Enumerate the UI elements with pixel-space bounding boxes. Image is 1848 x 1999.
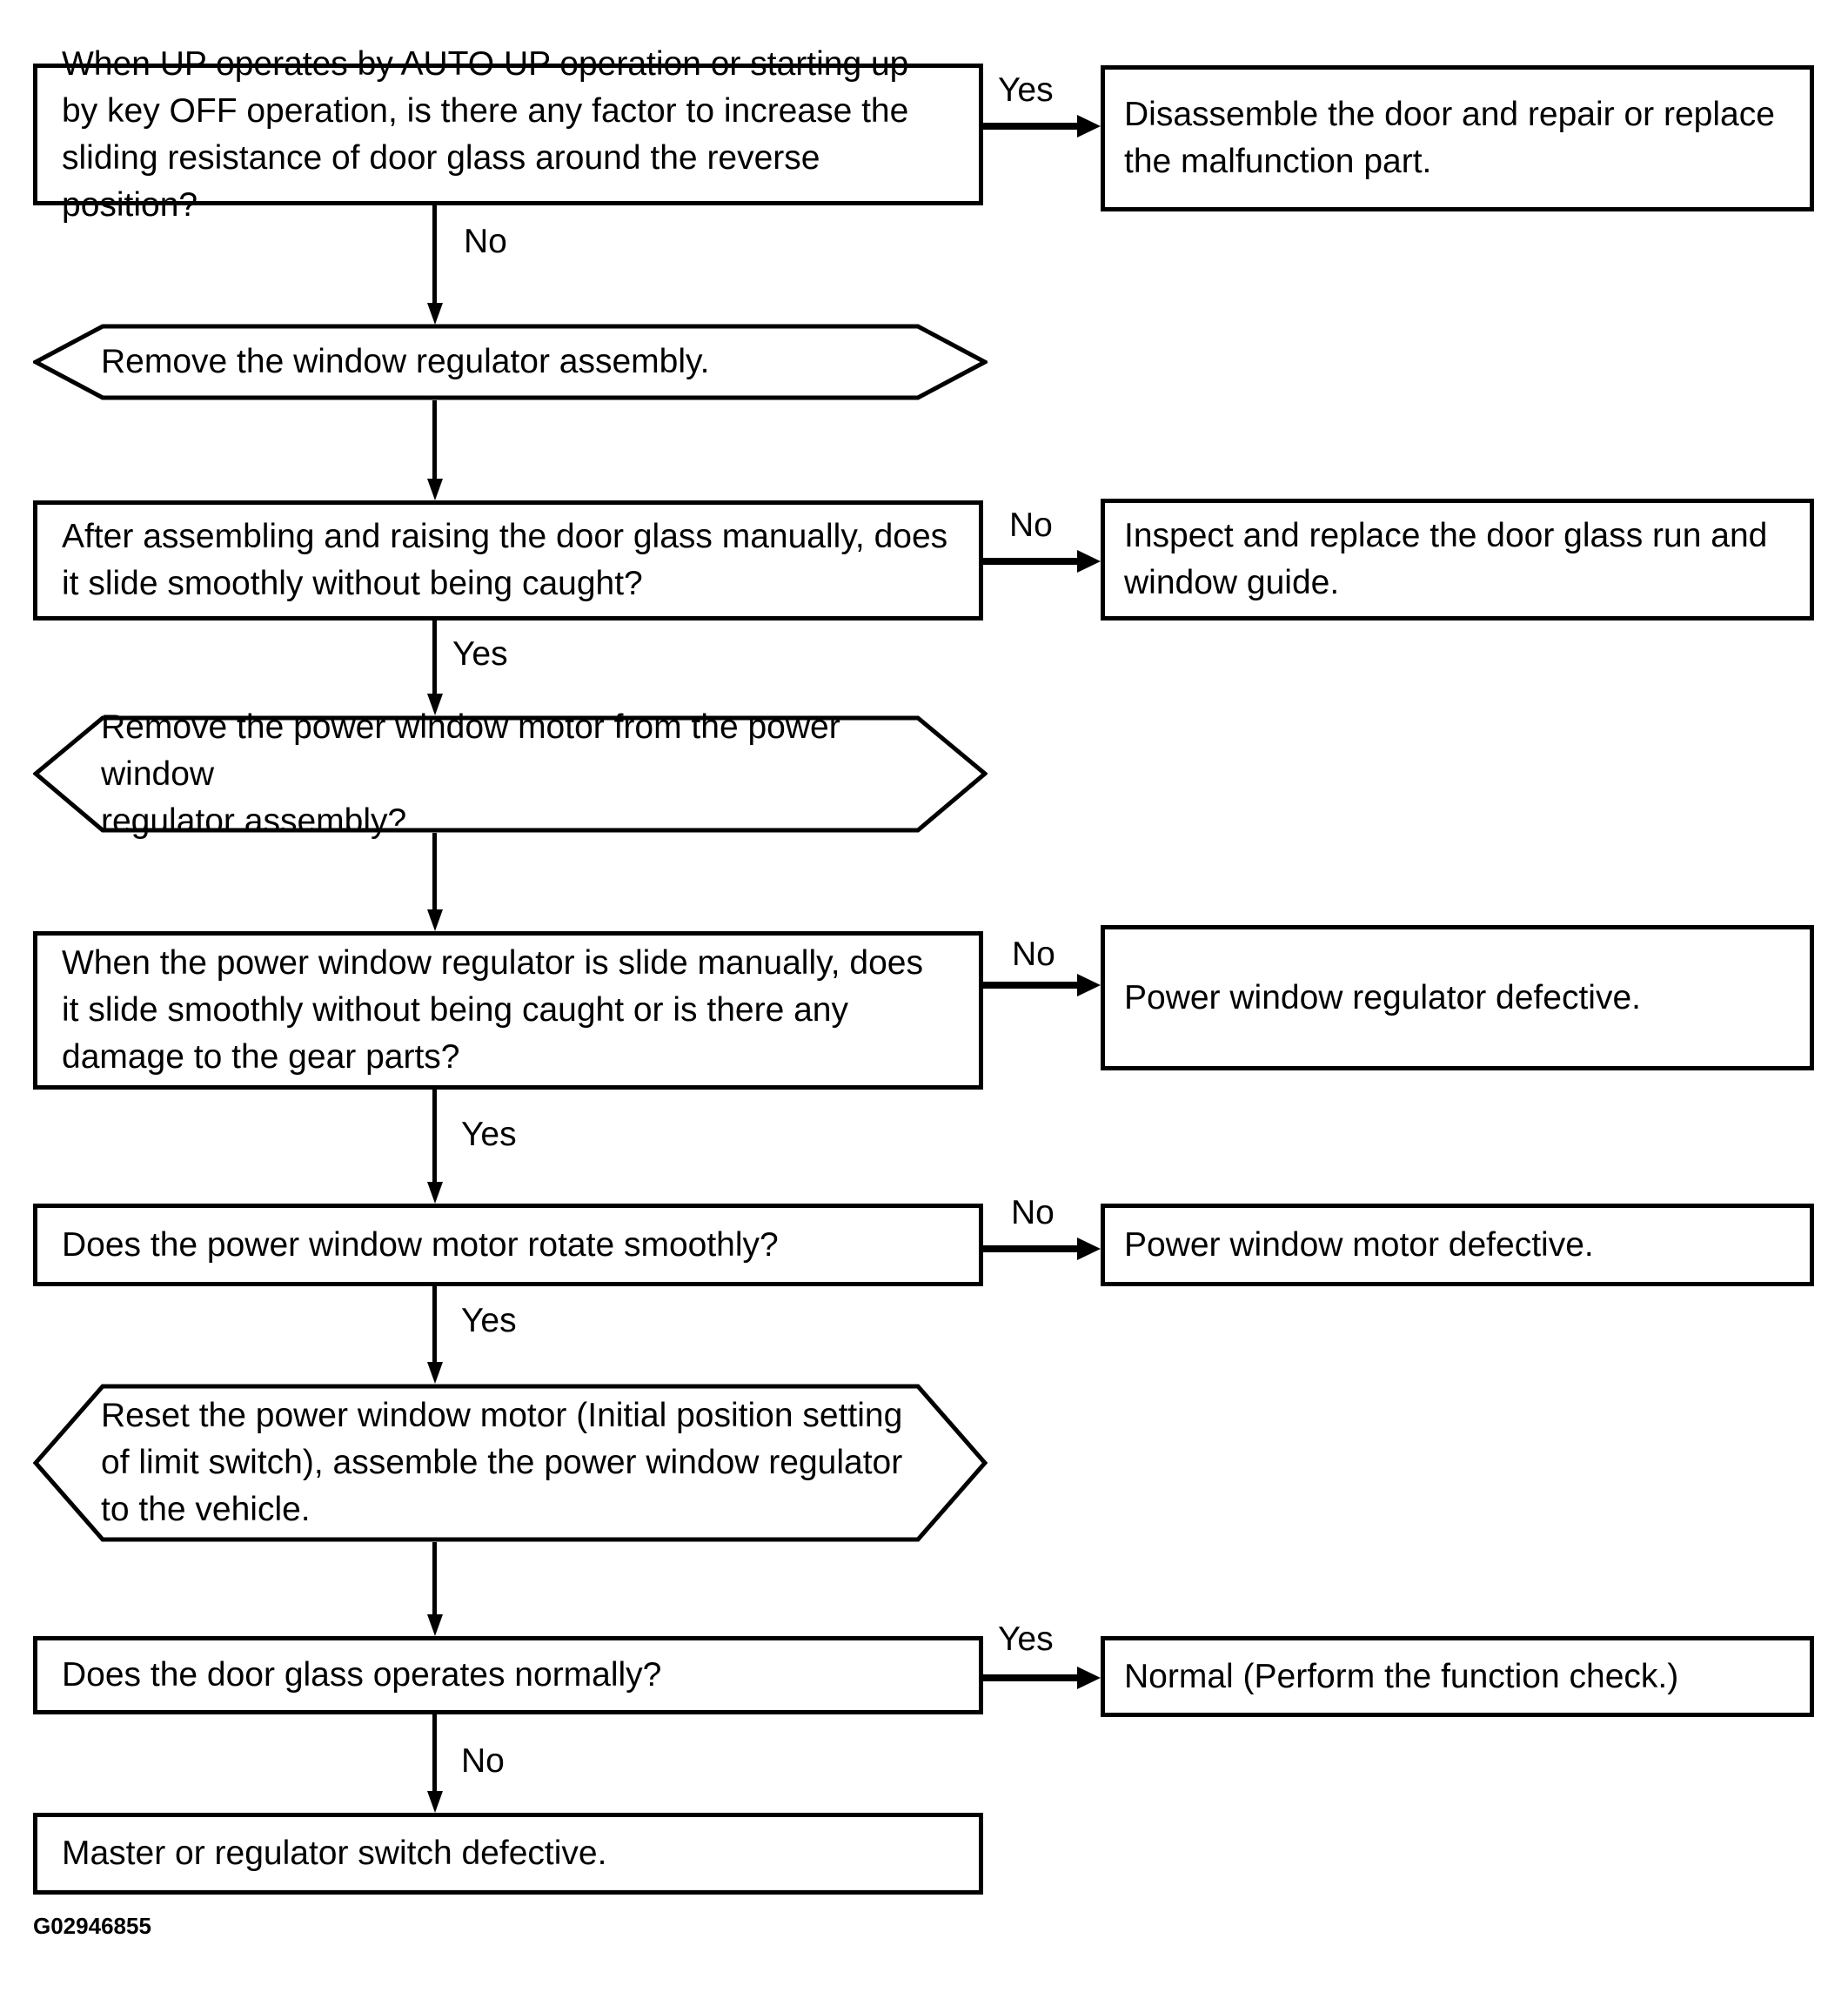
action-text: Power window motor defective. (1124, 1225, 1594, 1264)
edge-label-no: No (461, 1742, 505, 1780)
hexagon-shape (33, 324, 988, 400)
decision-text: When the power window regulator is slide… (62, 944, 923, 1076)
action-box-motor-defective: Power window motor defective. (1101, 1204, 1814, 1286)
hexagon-shape (33, 1384, 988, 1542)
connector-q1-a1-line (983, 123, 1079, 130)
connector-p2-q3-arrowhead (427, 909, 443, 931)
connector-q4-a4-line (983, 1245, 1079, 1252)
edge-label-no: No (464, 223, 507, 260)
connector-q3-q4-arrowhead (427, 1182, 443, 1204)
edge-label-no: No (1012, 936, 1055, 973)
connector-q1-a1-arrowhead (1077, 115, 1101, 138)
connector-q3-a3-line (983, 982, 1079, 989)
connector-p1-q2-arrowhead (427, 479, 443, 500)
decision-text: Does the power window motor rotate smoot… (62, 1225, 779, 1264)
connector-p3-q5-line (432, 1542, 437, 1615)
connector-q2-a2-arrowhead (1077, 550, 1101, 573)
connector-q1-p1-line (432, 205, 437, 304)
connector-p1-q2-line (432, 400, 437, 480)
action-box-disassemble-door: Disassemble the door and repair or repla… (1101, 65, 1814, 211)
action-text: Disassemble the door and repair or repla… (1124, 96, 1775, 180)
decision-box-auto-up-sliding-resistance: When UP operates by AUTO UP operation or… (33, 45, 983, 224)
connector-q4-p3-line (432, 1286, 437, 1363)
action-text: Master or regulator switch defective. (62, 1835, 607, 1872)
process-hexagon-remove-power-window-motor: Remove the power window motor from the p… (33, 708, 988, 840)
connector-q4-a4-arrowhead (1077, 1238, 1101, 1260)
process-hexagon-reset-power-window-motor: Reset the power window motor (Initial po… (33, 1384, 988, 1542)
edge-label-yes: Yes (452, 635, 508, 673)
connector-q5-q6-arrowhead (427, 1791, 443, 1813)
figure-id-caption: G02946855 (33, 1913, 151, 1939)
connector-q3-a3-arrowhead (1077, 974, 1101, 996)
connector-q5-a5-arrowhead (1077, 1667, 1101, 1689)
connector-q4-p3-arrowhead (427, 1362, 443, 1384)
action-box-regulator-defective: Power window regulator defective. (1101, 925, 1814, 1070)
connector-q3-q4-line (432, 1090, 437, 1183)
connector-q5-a5-line (983, 1674, 1079, 1681)
decision-text: Does the door glass operates normally? (62, 1656, 662, 1694)
edge-label-yes: Yes (998, 1620, 1054, 1658)
decision-text: When UP operates by AUTO UP operation or… (62, 44, 909, 224)
connector-q5-q6-line (432, 1714, 437, 1792)
edge-label-yes: Yes (461, 1302, 517, 1339)
process-hexagon-remove-window-regulator: Remove the window regulator assembly. (33, 324, 988, 400)
connector-q2-p2-line (432, 620, 437, 694)
connector-q2-p2-arrowhead (427, 694, 443, 715)
connector-q1-p1-arrowhead (427, 303, 443, 325)
hexagon-shape (33, 715, 988, 833)
edge-label-no: No (1011, 1194, 1055, 1231)
decision-text: After assembling and raising the door gl… (62, 518, 948, 602)
action-box-inspect-glass-run: Inspect and replace the door glass run a… (1101, 499, 1814, 620)
decision-box-glass-slides-smoothly: After assembling and raising the door gl… (33, 500, 983, 620)
edge-label-yes: Yes (998, 71, 1054, 109)
action-text: Normal (Perform the function check.) (1124, 1657, 1679, 1695)
connector-q2-a2-line (983, 558, 1079, 565)
connector-p3-q5-arrowhead (427, 1614, 443, 1636)
decision-box-door-glass-operates-normally: Does the door glass operates normally? (33, 1636, 983, 1714)
edge-label-no: No (1009, 506, 1053, 544)
action-text: Power window regulator defective. (1124, 978, 1641, 1016)
action-box-master-or-regulator-switch-defective: Master or regulator switch defective. (33, 1813, 983, 1895)
process-text: Remove the window regulator assembly. (101, 343, 710, 380)
process-text: Remove the power window motor from the p… (101, 708, 840, 840)
action-box-normal-function-check: Normal (Perform the function check.) (1101, 1636, 1814, 1717)
decision-box-regulator-slides-manually: When the power window regulator is slide… (33, 931, 983, 1090)
edge-label-yes: Yes (461, 1116, 517, 1153)
action-text: Inspect and replace the door glass run a… (1124, 517, 1768, 601)
process-text: Reset the power window motor (Initial po… (101, 1397, 903, 1528)
connector-p2-q3-line (432, 833, 437, 910)
decision-box-motor-rotates-smoothly: Does the power window motor rotate smoot… (33, 1204, 983, 1286)
